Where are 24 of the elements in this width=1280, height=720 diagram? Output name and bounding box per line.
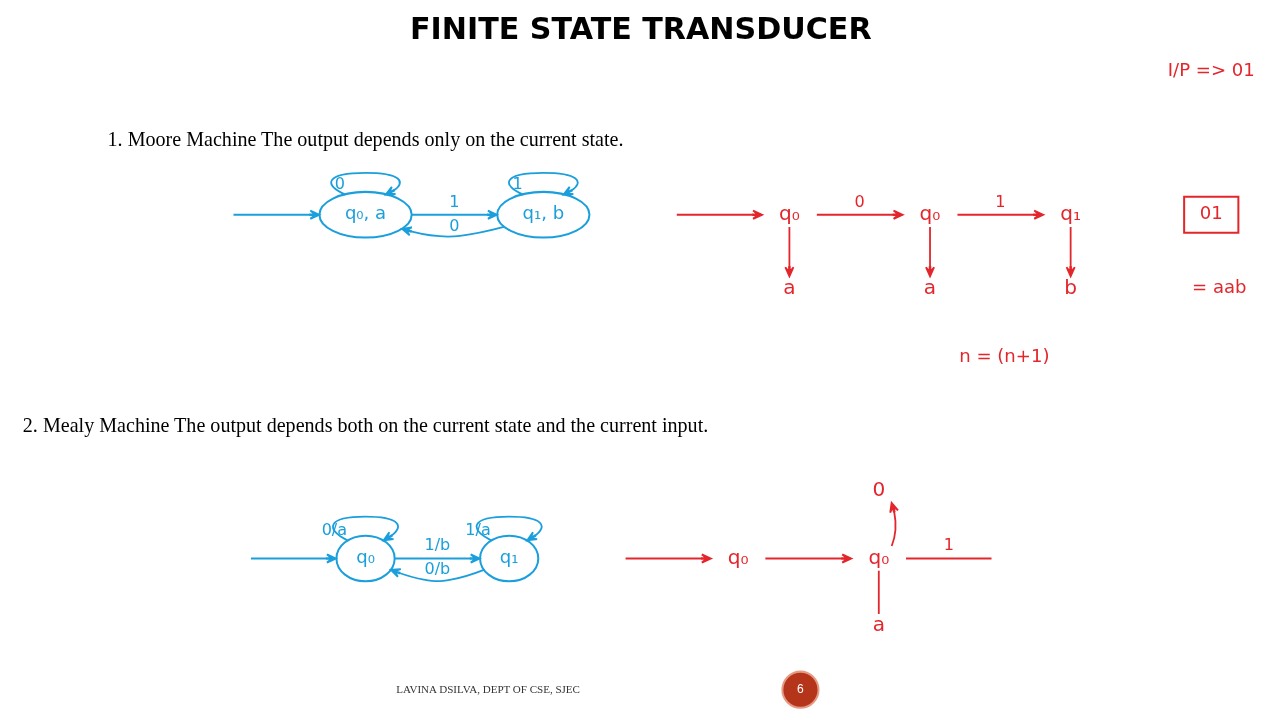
node-text: q₀ — [868, 544, 890, 569]
edge-label: 0/b — [424, 559, 451, 579]
node-text: q₀ — [727, 544, 749, 569]
node-text: q₁ — [1060, 200, 1082, 225]
label: LAVINA DSILVA, DEPT OF CSE, SJEC — [396, 682, 580, 695]
label: I/P => 01 — [1167, 58, 1255, 80]
node-text: 0 — [872, 476, 886, 501]
edge-label: 1 — [995, 191, 1006, 211]
edge-label: 1 — [943, 535, 954, 555]
label: n = (n+1) — [959, 345, 1050, 367]
edge-label: 1/b — [424, 535, 451, 555]
node-text: a — [872, 612, 885, 637]
node-text: b — [1064, 274, 1078, 299]
node-text: q₀ — [779, 200, 800, 225]
edge-label: 1 — [449, 191, 460, 211]
label: = aab — [1192, 276, 1247, 298]
node-text: q₀ — [919, 200, 941, 225]
diagram-title: FINITE STATE TRANSDUCER — [409, 11, 872, 47]
label: 1. Moore Machine The output depends only on the current state. — [107, 127, 624, 150]
node-text: a — [923, 274, 937, 299]
edge-label: 0 — [854, 191, 865, 211]
edge-label: 0 — [449, 215, 460, 235]
label: 2. Mealy Machine The output depends both on the current state and the current input. — [22, 414, 709, 437]
node-text: a — [783, 274, 796, 299]
